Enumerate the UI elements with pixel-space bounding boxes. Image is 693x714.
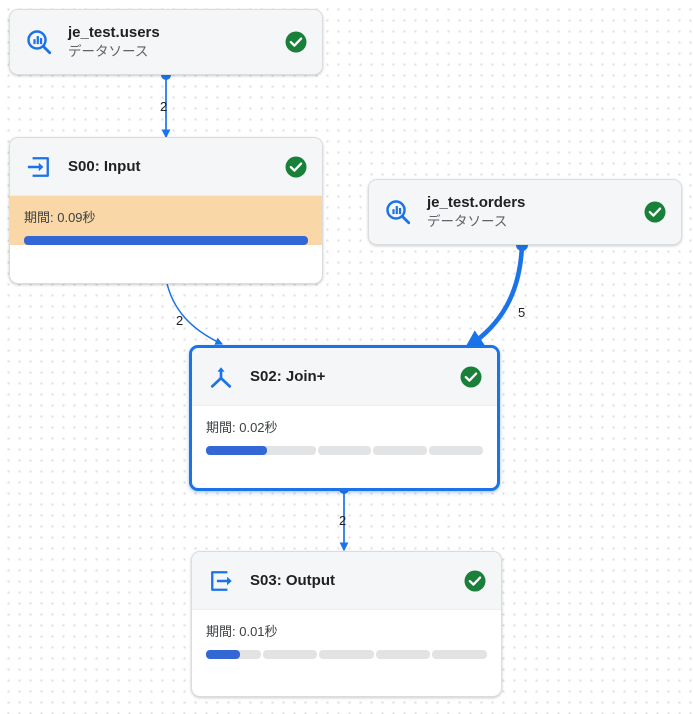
node-subtitle: データソース — [427, 214, 508, 229]
success-check-icon — [284, 30, 308, 54]
duration-label: 期間: 0.09秒 — [24, 210, 96, 225]
node-body: 期間: 0.09秒 — [10, 196, 322, 245]
datasource-search-icon — [383, 197, 413, 227]
success-check-icon — [459, 365, 483, 389]
edge-orders-to-s02 — [464, 239, 528, 350]
datasource-search-icon — [24, 27, 54, 57]
node-title: S02: Join+ — [250, 368, 326, 385]
progress-bar — [24, 236, 309, 245]
node-header: S03: Output — [192, 552, 501, 610]
node-s02-join[interactable]: S02: Join+ 期間: 0.02秒 — [189, 345, 500, 491]
node-title: S00: Input — [68, 158, 141, 175]
node-titles: S00: Input — [68, 157, 274, 176]
progress-bar — [206, 446, 483, 455]
success-check-icon — [463, 569, 487, 593]
progress-segment — [262, 650, 318, 659]
node-header: S00: Input — [10, 138, 322, 196]
input-arrow-icon — [24, 152, 54, 182]
duration-label: 期間: 0.02秒 — [206, 420, 278, 435]
node-title: je_test.orders — [427, 194, 526, 211]
duration-label: 期間: 0.01秒 — [206, 624, 278, 639]
progress-fill — [24, 236, 308, 245]
node-subtitle: データソース — [68, 44, 149, 59]
edge-label-s02-to-s03: 2 — [339, 513, 347, 528]
progress-segment — [261, 446, 316, 455]
node-header: je_test.orders データソース — [369, 180, 681, 244]
node-titles: S02: Join+ — [250, 367, 449, 386]
edge-label-users-to-s00: 2 — [160, 99, 168, 114]
progress-fill — [206, 446, 267, 455]
node-body: 期間: 0.02秒 — [192, 406, 497, 455]
edge-s00-to-s02 — [161, 274, 224, 345]
success-check-icon — [643, 200, 667, 224]
progress-fill — [206, 650, 240, 659]
edge-label-orders-to-s02: 5 — [518, 305, 526, 320]
progress-segment — [429, 446, 483, 455]
node-titles: S03: Output — [250, 571, 453, 590]
progress-segment — [432, 650, 487, 659]
node-body: 期間: 0.01秒 — [192, 610, 501, 659]
node-titles: je_test.users データソース — [68, 23, 274, 61]
progress-segment — [373, 446, 428, 455]
node-title: S03: Output — [250, 572, 335, 589]
progress-segment — [317, 446, 372, 455]
node-s00-input[interactable]: S00: Input 期間: 0.09秒 — [9, 137, 323, 284]
node-je-test-users[interactable]: je_test.users データソース — [9, 9, 323, 75]
join-merge-icon — [206, 362, 236, 392]
progress-segment — [319, 650, 374, 659]
progress-segment — [375, 650, 431, 659]
edge-label-s00-to-s02: 2 — [176, 313, 184, 328]
progress-bar — [206, 650, 487, 659]
node-title: je_test.users — [68, 24, 160, 41]
success-check-icon — [284, 155, 308, 179]
node-je-test-orders[interactable]: je_test.orders データソース — [368, 179, 682, 245]
node-titles: je_test.orders データソース — [427, 193, 633, 231]
node-s03-output[interactable]: S03: Output 期間: 0.01秒 — [191, 551, 502, 697]
node-header: je_test.users データソース — [10, 10, 322, 74]
output-arrow-icon — [206, 566, 236, 596]
node-header: S02: Join+ — [192, 348, 497, 406]
